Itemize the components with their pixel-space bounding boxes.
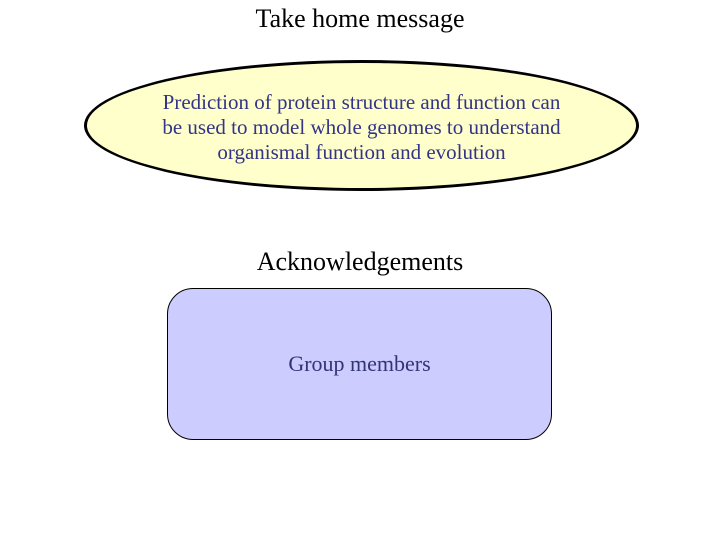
- take-home-message-ellipse: Prediction of protein structure and func…: [84, 60, 639, 191]
- group-members-label: Group members: [288, 351, 431, 376]
- group-members-box: Group members: [167, 288, 552, 440]
- ellipse-text-line: Prediction of protein structure and func…: [162, 90, 561, 114]
- ellipse-text: Prediction of protein structure and func…: [162, 86, 560, 165]
- ellipse-text-line: organismal function and evolution: [217, 140, 506, 164]
- ellipse-text-line: be used to model whole genomes to unders…: [162, 115, 561, 139]
- acknowledgements-heading: Acknowledgements: [256, 247, 464, 276]
- slide-title: Take home message: [255, 4, 465, 33]
